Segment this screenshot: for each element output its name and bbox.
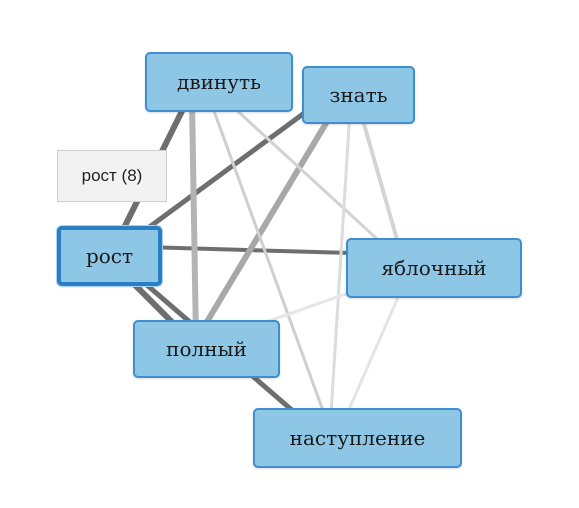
edge-dvinut-polnyi [189,97,199,343]
node-label: полный [166,337,247,361]
node-rost[interactable]: рост [57,226,162,286]
node-label: рост [85,244,134,268]
tooltip-text: рост (8) [81,166,143,185]
node-yablochnyi[interactable]: яблочный [346,238,522,298]
node-label: яблочный [381,256,487,280]
edge-znat-nastuplenie [328,108,352,432]
node-dvinut[interactable]: двинуть [145,52,293,112]
edge-dvinut-yablochnyi [218,93,402,262]
node-label: двинуть [177,70,261,94]
edge-znat-yablochnyi [358,108,402,252]
edge-polnyi-znat [193,97,343,343]
edge-dvinut-nastuplenie [208,98,332,432]
node-nastuplenie[interactable]: наступление [253,408,462,468]
node-label: наступление [289,426,426,450]
node-polnyi[interactable]: полный [133,320,280,378]
node-label: знать [329,83,388,107]
node-tooltip: рост (8) [57,150,167,202]
node-znat[interactable]: знать [302,66,415,124]
